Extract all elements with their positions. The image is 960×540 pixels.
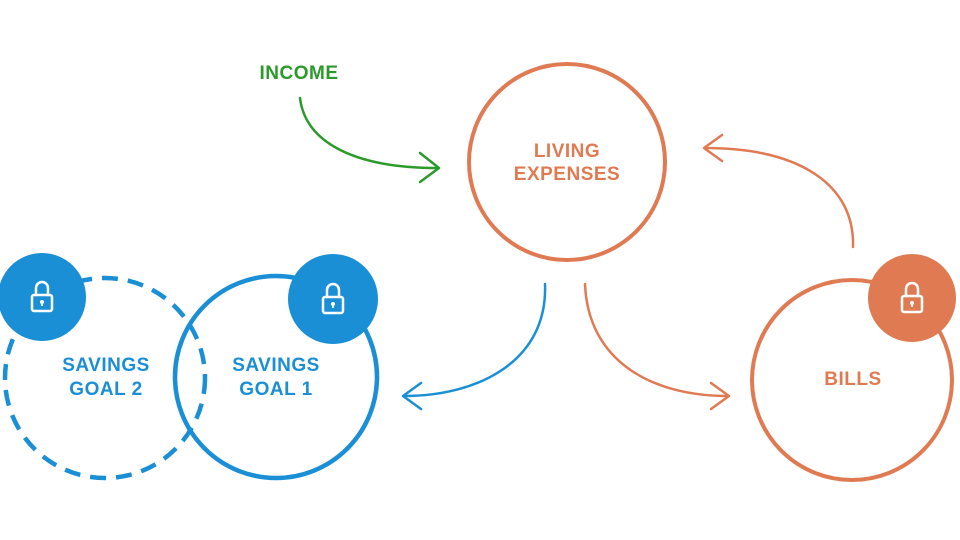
living-to-savings-arrow — [401, 282, 547, 411]
savings-goal-2-lock-badge — [0, 253, 86, 341]
savings-goal-1-lock-badge — [288, 254, 378, 344]
bills-to-living-arrow — [702, 133, 855, 249]
living-expenses-label-line2: EXPENSES — [514, 164, 620, 185]
savings-goal-1-label-line2: GOAL 1 — [239, 379, 312, 400]
savings-goal-1-label-line1: SAVINGS — [232, 355, 320, 376]
savings-goal-2-label-line2: GOAL 2 — [69, 379, 142, 400]
savings-goal-2-label-line1: SAVINGS — [62, 355, 150, 376]
income-arrow — [298, 96, 441, 184]
income-label: INCOME — [260, 63, 339, 84]
bills-label: BILLS — [824, 369, 881, 390]
living-expenses-label-line1: LIVING — [534, 141, 600, 162]
bills-node: BILLS — [750, 278, 954, 482]
savings-goal-2-node: SAVINGS GOAL 2 — [2, 275, 208, 481]
living-to-bills-arrow — [583, 282, 731, 411]
living-expenses-node: LIVING EXPENSES — [467, 62, 667, 262]
savings-goal-1-node: SAVINGS GOAL 1 — [172, 273, 380, 481]
bills-lock-badge — [868, 254, 956, 342]
